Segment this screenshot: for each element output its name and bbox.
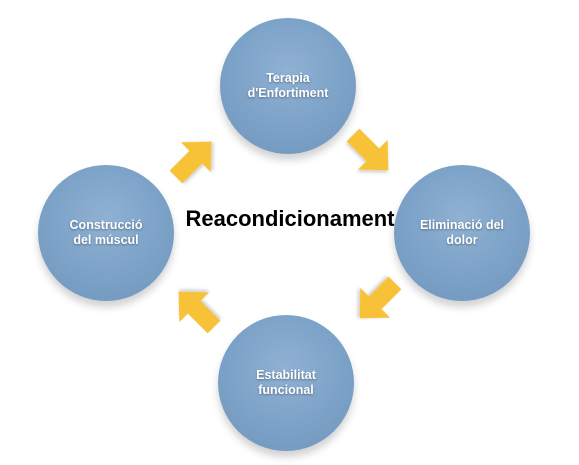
node-eliminacio-dolor: Eliminació del dolor [394,165,530,301]
arrow-right-to-bottom [359,276,402,319]
node-terapia-enfortiment: Terapia d'Enfortiment [220,18,356,154]
arrow-top-to-right [346,128,389,171]
node-label: Estabilitat funcional [256,368,316,397]
arrow-bottom-to-left [178,291,221,334]
center-title: Reacondicionament [185,206,395,231]
node-label: Terapia d'Enfortiment [247,71,329,100]
node-label: Eliminació del dolor [419,218,505,247]
node-label: Construcció del múscul [69,218,143,247]
arrow-left-to-top [169,141,212,184]
node-construccio-muscul: Construcció del múscul [38,165,174,301]
node-estabilitat-funcional: Estabilitat funcional [218,315,354,451]
